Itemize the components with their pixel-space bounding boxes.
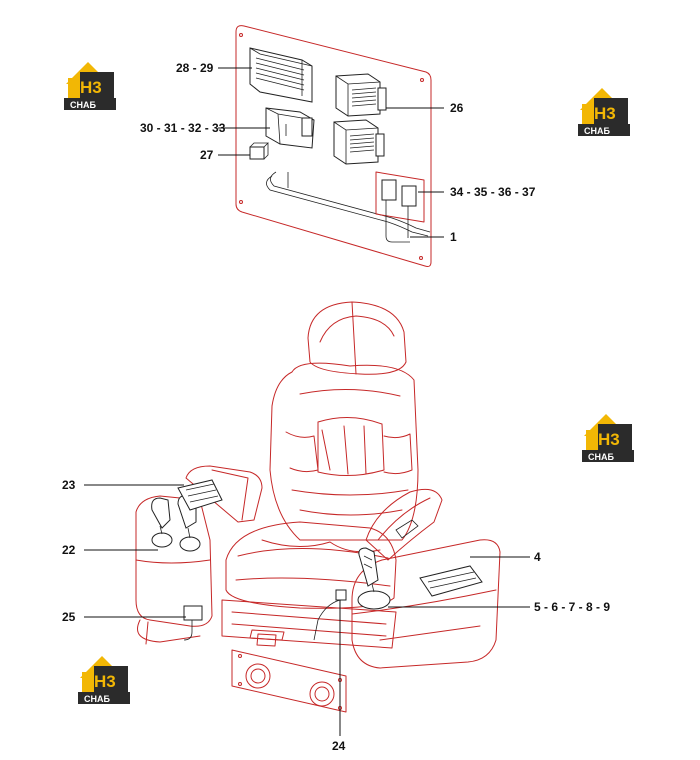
ecu-upper bbox=[335, 73, 387, 117]
svg-text:СНАБ: СНАБ bbox=[70, 100, 96, 110]
leader-lines bbox=[84, 67, 530, 736]
callout-28-29: 28 - 29 bbox=[176, 61, 214, 75]
operator-seat-assembly bbox=[135, 301, 501, 713]
connector-25 bbox=[183, 605, 203, 641]
right-joystick bbox=[357, 547, 391, 610]
svg-text:СНАБ: СНАБ bbox=[588, 452, 614, 462]
svg-text:Н3: Н3 bbox=[598, 430, 620, 449]
right-armrest bbox=[365, 488, 443, 561]
callout-labels: 28 - 29 26 30 - 31 - 32 - 33 27 34 - 35 … bbox=[62, 61, 610, 753]
fuse-box bbox=[249, 47, 313, 103]
relay-27 bbox=[249, 142, 269, 160]
callout-22: 22 bbox=[62, 543, 76, 557]
controller-unit bbox=[265, 107, 315, 149]
svg-text:СНАБ: СНАБ bbox=[584, 126, 610, 136]
electrical-panel-assembly bbox=[235, 25, 432, 267]
headrest bbox=[307, 301, 407, 375]
callout-34-37: 34 - 35 - 36 - 37 bbox=[450, 185, 536, 199]
watermark-logo: Н3 СНАБ bbox=[64, 62, 116, 110]
seat-harness bbox=[313, 589, 347, 641]
callout-30-33: 30 - 31 - 32 - 33 bbox=[140, 121, 226, 135]
switch-panel-left bbox=[177, 479, 223, 511]
callout-27: 27 bbox=[200, 148, 214, 162]
switch-panel-right bbox=[419, 565, 483, 597]
seat-cushion bbox=[225, 521, 397, 609]
ecu-lower bbox=[333, 119, 385, 165]
callout-4: 4 bbox=[534, 550, 541, 564]
callout-1: 1 bbox=[450, 230, 457, 244]
connector-block bbox=[375, 171, 425, 243]
callout-23: 23 bbox=[62, 478, 76, 492]
watermark-logo: Н3 СНАБ bbox=[582, 414, 634, 462]
svg-text:Н3: Н3 bbox=[594, 104, 616, 123]
left-armrest bbox=[185, 465, 263, 523]
watermark-logo: Н3 СНАБ bbox=[578, 88, 630, 136]
callout-24: 24 bbox=[332, 739, 346, 753]
callout-25: 25 bbox=[62, 610, 76, 624]
backrest bbox=[269, 362, 419, 541]
svg-text:Н3: Н3 bbox=[94, 672, 116, 691]
left-console bbox=[135, 495, 213, 627]
watermark-logo: Н3 СНАБ bbox=[78, 656, 130, 704]
svg-text:СНАБ: СНАБ bbox=[84, 694, 110, 704]
callout-26: 26 bbox=[450, 101, 464, 115]
seat-suspension bbox=[221, 599, 397, 649]
svg-text:Н3: Н3 bbox=[80, 78, 102, 97]
callout-5-9: 5 - 6 - 7 - 8 - 9 bbox=[534, 600, 610, 614]
base-bracket bbox=[231, 649, 347, 713]
wire-harness bbox=[266, 171, 431, 237]
